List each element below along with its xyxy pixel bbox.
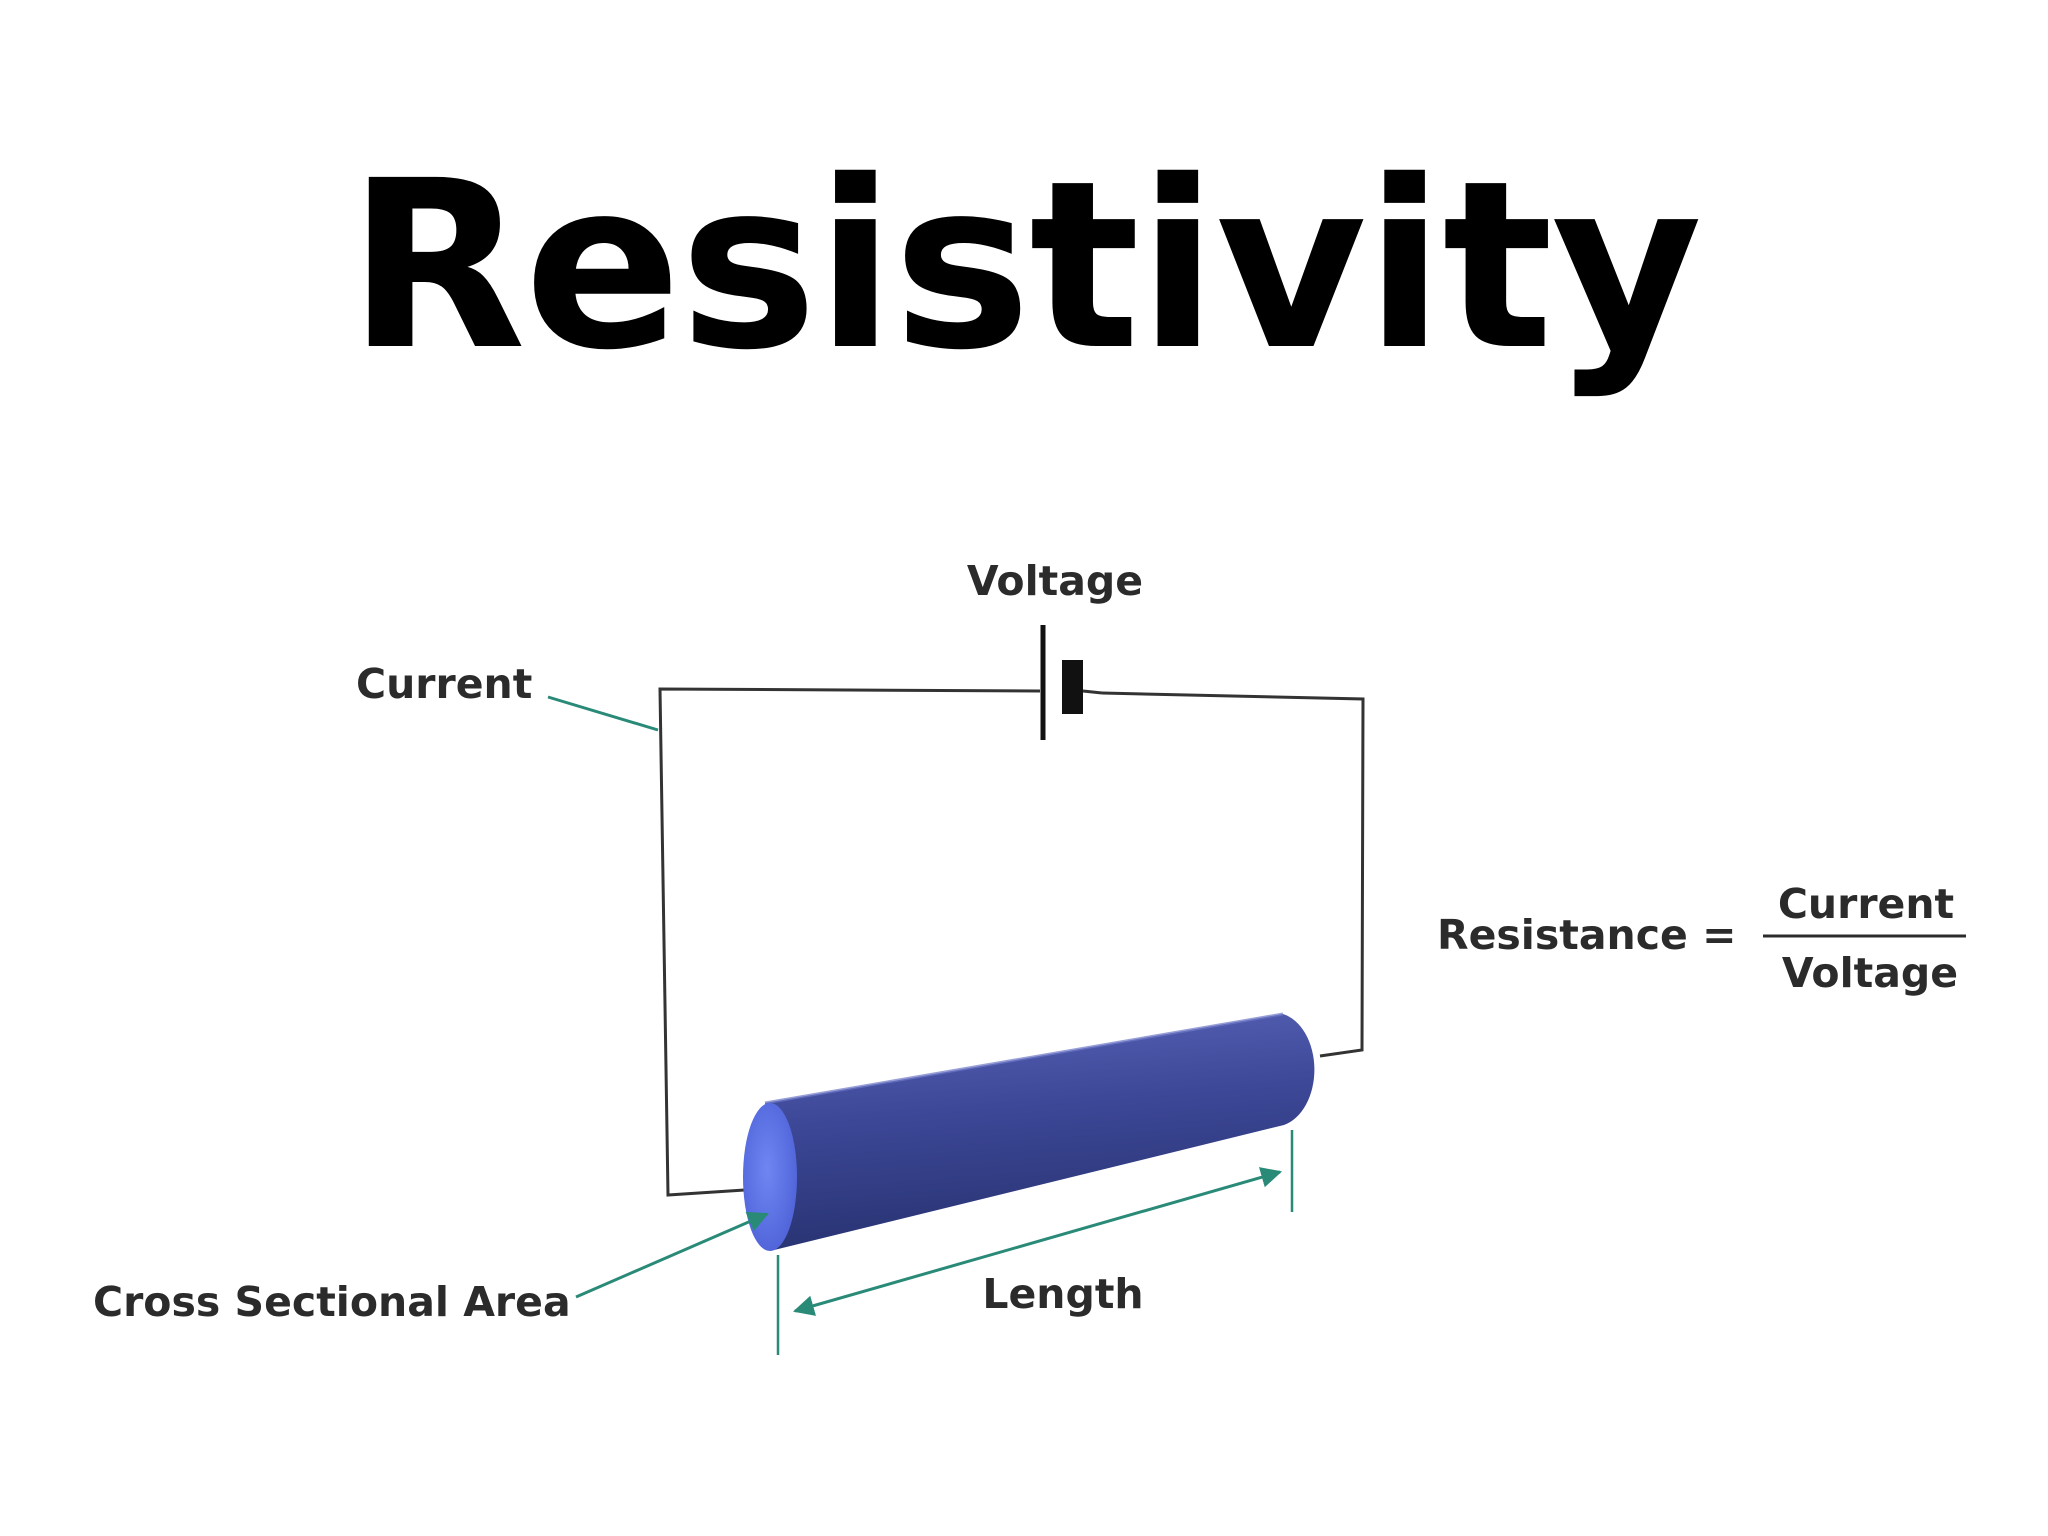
resistance-formula: Resistance = Current Voltage [1437,880,1966,997]
formula-denominator: Voltage [1782,949,1958,997]
slide-title: Resistivity [347,131,1702,401]
cross-sectional-area-label: Cross Sectional Area [93,1278,571,1326]
length-guide-ticks [776,1130,1294,1355]
formula-numerator: Current [1778,880,1954,928]
conductor-cylinder [764,1012,1315,1251]
battery-icon [1040,625,1103,740]
length-arrow [792,1167,1283,1316]
cross-section-pointer-arrow [575,1211,769,1299]
cross-section-end-face [743,1103,797,1251]
length-label: Length [982,1270,1143,1318]
current-label: Current [356,660,532,708]
current-pointer-line [547,695,659,732]
voltage-label: Voltage [967,557,1143,605]
formula-lhs: Resistance = [1437,911,1736,959]
circuit-wire [658,687,1365,1197]
